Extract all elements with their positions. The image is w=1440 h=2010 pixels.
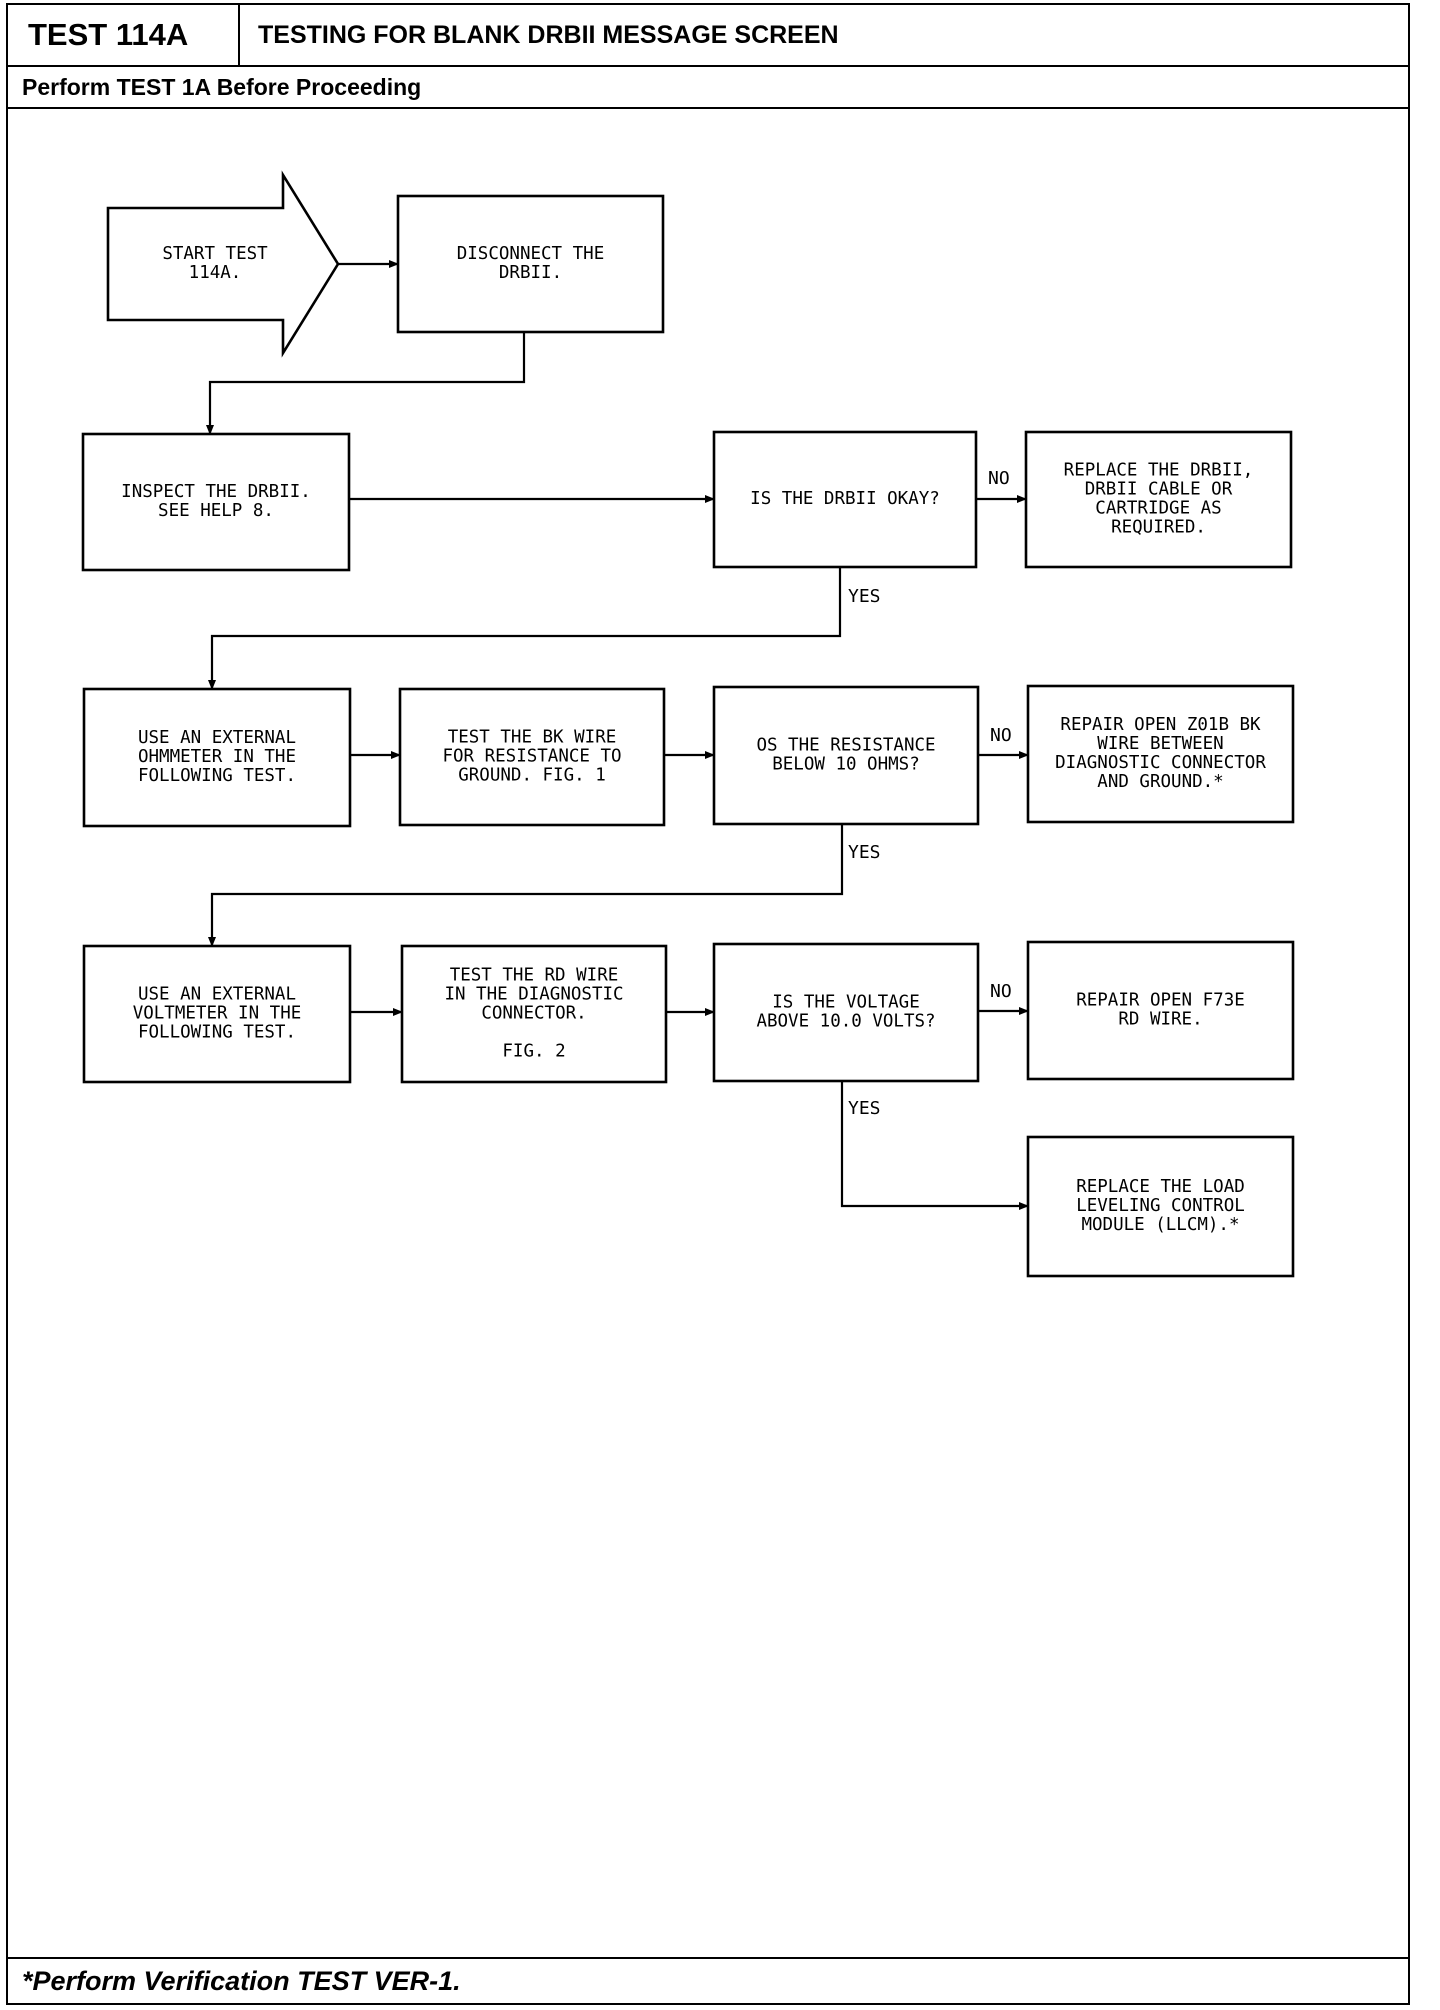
footer-note: *Perform Verification TEST VER-1. xyxy=(8,1957,1408,2003)
node-shape-repair-z01b xyxy=(1026,684,1295,824)
node-line: 114A. xyxy=(189,263,242,283)
node-line: BELOW 10 OHMS? xyxy=(772,755,920,775)
node-line: TEST THE RD WIRE xyxy=(450,966,619,986)
node-line: USE AN EXTERNAL xyxy=(138,728,296,748)
node-text-inspect: INSPECT THE DRBII.SEE HELP 8. xyxy=(121,482,311,521)
node-inspect: INSPECT THE DRBII.SEE HELP 8. xyxy=(81,432,351,572)
node-shape-repair-f73e xyxy=(1026,940,1295,1081)
node-line: INSPECT THE DRBII. xyxy=(121,482,311,502)
node-line: AND GROUND.* xyxy=(1097,772,1223,792)
header-row: TEST 114A TESTING FOR BLANK DRBII MESSAG… xyxy=(8,5,1408,67)
node-line: FOLLOWING TEST. xyxy=(138,1023,296,1043)
node-shape-q-voltage xyxy=(712,942,980,1083)
node-text-q-drbii-ok: IS THE DRBII OKAY? xyxy=(750,489,940,509)
node-line: MODULE (LLCM).* xyxy=(1081,1215,1239,1235)
connectors: NO YES NO YES NO YES xyxy=(206,260,1029,1210)
node-shape-use-ohmmeter xyxy=(82,687,352,828)
node-line: CARTRIDGE AS xyxy=(1095,499,1221,519)
node-line: REPAIR OPEN Z01B BK xyxy=(1060,715,1261,735)
node-line: DIAGNOSTIC CONNECTOR xyxy=(1055,753,1266,773)
node-line: DRBII. xyxy=(499,263,562,283)
node-shape-replace-drbii xyxy=(1024,430,1293,569)
node-shape-test-bk-wire xyxy=(398,687,666,827)
node-line: REPLACE THE LOAD xyxy=(1076,1177,1245,1197)
edge-label-yes: YES xyxy=(848,586,881,607)
page-title: TESTING FOR BLANK DRBII MESSAGE SCREEN xyxy=(258,21,839,49)
test-id: TEST 114A xyxy=(8,5,240,65)
edge-label-no: NO xyxy=(990,725,1012,746)
node-line: FIG. 2 xyxy=(502,1042,565,1062)
node-shape-inspect xyxy=(81,432,351,572)
node-line: DISCONNECT THE xyxy=(457,244,605,264)
node-line: RD WIRE. xyxy=(1118,1010,1202,1030)
node-shape-disconnect xyxy=(396,194,665,334)
node-line: REPLACE THE DRBII, xyxy=(1064,461,1254,481)
node-shape-start xyxy=(106,170,340,358)
edge-label-yes: YES xyxy=(848,1098,881,1119)
edge-label-yes: YES xyxy=(848,842,881,863)
node-line: START TEST xyxy=(162,244,268,264)
node-line: TEST THE BK WIRE xyxy=(448,728,617,748)
node-shape-q-resistance xyxy=(712,685,980,826)
node-line: GROUND. FIG. 1 xyxy=(458,766,606,786)
node-line: VOLTMETER IN THE xyxy=(133,1004,302,1024)
node-line: ABOVE 10.0 VOLTS? xyxy=(756,1012,935,1032)
node-line: FOR RESISTANCE TO xyxy=(442,747,621,767)
node-shape-use-voltmeter xyxy=(82,944,352,1084)
node-shape-q-drbii-ok xyxy=(712,430,978,569)
node-line: WIRE BETWEEN xyxy=(1097,734,1223,754)
node-line: OS THE RESISTANCE xyxy=(756,736,935,756)
connector-q-drbii-ok-to-use-ohmmeter xyxy=(208,567,842,690)
node-line: DRBII CABLE OR xyxy=(1085,480,1233,500)
node-line: LEVELING CONTROL xyxy=(1076,1196,1245,1216)
node-line: REQUIRED. xyxy=(1111,518,1206,538)
node-line: OHMMETER IN THE xyxy=(138,747,296,767)
prerequisite-note: Perform TEST 1A Before Proceeding xyxy=(8,67,1408,109)
node-q-drbii-ok: IS THE DRBII OKAY? xyxy=(712,430,978,569)
connector-disconnect-to-inspect xyxy=(206,332,526,435)
node-line: IN THE DIAGNOSTIC xyxy=(444,985,623,1005)
node-shape-test-rd-wire xyxy=(400,944,668,1084)
connector-q-resistance-to-use-voltmeter xyxy=(208,824,844,947)
edge-label-no: NO xyxy=(990,981,1012,1002)
connector-q-voltage-to-replace-llcm xyxy=(840,1081,1029,1210)
node-line: IS THE VOLTAGE xyxy=(772,993,920,1013)
edge-label-no: NO xyxy=(988,468,1010,489)
node-line: USE AN EXTERNAL xyxy=(138,985,296,1005)
node-shape-replace-llcm xyxy=(1026,1135,1295,1278)
node-line: CONNECTOR. xyxy=(481,1004,586,1024)
node-line: FOLLOWING TEST. xyxy=(138,766,296,786)
node-line: SEE HELP 8. xyxy=(158,501,274,521)
node-line: REPAIR OPEN F73E xyxy=(1076,991,1245,1011)
node-line: IS THE DRBII OKAY? xyxy=(750,489,940,509)
